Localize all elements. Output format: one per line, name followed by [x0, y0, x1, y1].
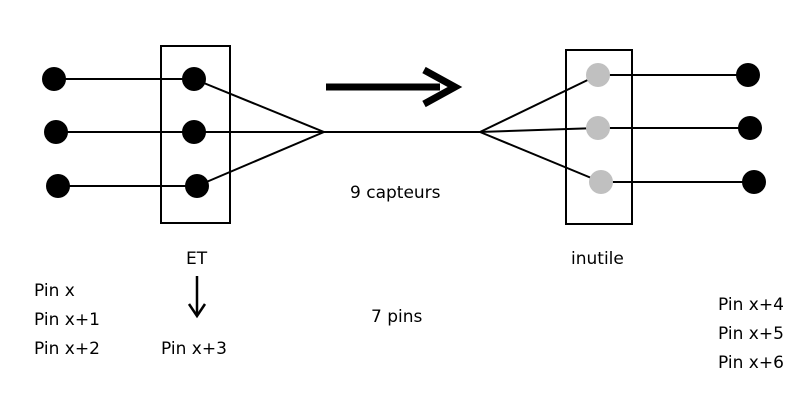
left-pin-label-3: Pin x+2: [34, 339, 100, 359]
unused-box: [565, 49, 633, 225]
unused-pin-2: [586, 116, 610, 140]
right-diverge-1: [479, 74, 599, 133]
and-gate-pin-2: [182, 120, 206, 144]
right-pin-label-1: Pin x+4: [718, 295, 784, 315]
left-converge-3: [196, 131, 325, 187]
right-diverge-2: [479, 127, 599, 133]
bus-label: 9 capteurs: [350, 183, 441, 203]
and-gate-pin-1: [182, 67, 206, 91]
left-converge-1: [193, 78, 325, 133]
left-pin-label-1: Pin x: [34, 281, 75, 301]
and-gate-label: ET: [186, 249, 208, 269]
and-gate-pin-3: [185, 174, 209, 198]
right-diverge-3: [479, 131, 602, 183]
and-gate-box: [160, 45, 231, 224]
direction-arrow-head: [422, 66, 463, 108]
left-terminal-1: [42, 67, 66, 91]
unused-label: inutile: [571, 249, 624, 269]
right-terminal-2: [738, 116, 762, 140]
unused-pin-1: [586, 63, 610, 87]
left-terminal-2: [44, 120, 68, 144]
and-output-label: Pin x+3: [161, 339, 227, 359]
right-pin-label-2: Pin x+5: [718, 324, 784, 344]
total-pins-label: 7 pins: [371, 307, 423, 327]
left-pin-label-2: Pin x+1: [34, 310, 100, 330]
right-terminal-3: [742, 170, 766, 194]
unused-pin-3: [589, 170, 613, 194]
and-output-arrow-head: [187, 303, 207, 319]
right-terminal-1: [736, 63, 760, 87]
left-terminal-3: [46, 174, 70, 198]
right-pin-label-3: Pin x+6: [718, 353, 784, 373]
